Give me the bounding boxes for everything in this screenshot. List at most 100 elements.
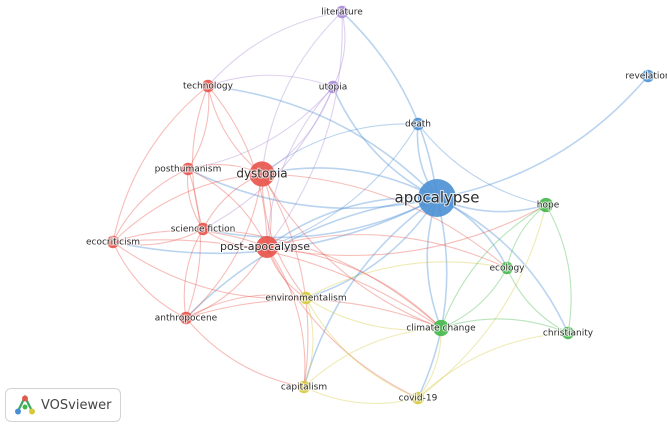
- link-technology-dystopia: [207, 85, 263, 175]
- network-links: [112, 11, 649, 405]
- link-apocalypse-christianity: [436, 197, 569, 334]
- link-technology-posthumanism: [187, 85, 210, 170]
- link-utopia-posthumanism: [187, 86, 334, 170]
- link-apocalypse-revelation: [436, 75, 649, 199]
- node-label-revelation[interactable]: revelation: [624, 71, 667, 83]
- link-post_apocalypse-ecology: [266, 234, 508, 269]
- link-post_apocalypse-climate_change: [266, 246, 442, 329]
- link-apocalypse-posthumanism: [187, 168, 438, 210]
- node-death[interactable]: [411, 117, 425, 131]
- network-nodes: [106, 5, 655, 405]
- link-climate_change-hope: [440, 204, 547, 329]
- node-capitalism[interactable]: [297, 380, 311, 394]
- link-environmentalism-climate_change: [305, 297, 442, 331]
- link-dystopia-ecology: [261, 173, 508, 269]
- link-environmentalism-ecology: [305, 261, 508, 299]
- link-environmentalism-covid19: [305, 297, 419, 399]
- node-environmentalism[interactable]: [299, 291, 313, 305]
- link-covid19-hope: [417, 204, 547, 399]
- node-technology[interactable]: [201, 79, 215, 93]
- link-apocalypse-capitalism: [303, 197, 438, 388]
- node-label-covid19[interactable]: covid-19: [398, 393, 439, 405]
- link-ecocriticism-anthropocene: [112, 241, 187, 319]
- link-covid19-christianity: [417, 332, 569, 399]
- node-label-anthropocene[interactable]: anthropocene: [154, 313, 219, 325]
- node-covid19[interactable]: [411, 391, 425, 405]
- node-christianity[interactable]: [561, 326, 575, 340]
- link-ecocriticism-climate_change: [112, 239, 442, 329]
- link-death-post_apocalypse: [266, 123, 419, 248]
- link-death-hope: [417, 123, 547, 206]
- node-label-death[interactable]: death: [404, 119, 432, 131]
- node-hope[interactable]: [538, 197, 554, 213]
- node-label-apocalypse[interactable]: apocalypse: [394, 188, 481, 208]
- link-apocalypse-technology: [207, 85, 438, 199]
- link-capitalism-covid19: [303, 386, 419, 405]
- node-science_fiction[interactable]: [196, 222, 210, 236]
- link-capitalism-climate_change: [303, 327, 442, 388]
- node-label-posthumanism[interactable]: posthumanism: [154, 164, 223, 176]
- node-ecocriticism[interactable]: [106, 235, 120, 249]
- link-technology-post_apocalypse: [207, 85, 268, 248]
- link-post_apocalypse-covid19: [266, 246, 419, 399]
- node-label-dystopia[interactable]: dystopia: [235, 166, 288, 182]
- link-apocalypse-literature: [341, 11, 438, 199]
- node-label-technology[interactable]: technology: [182, 81, 235, 93]
- link-dystopia-capitalism: [261, 173, 309, 388]
- node-label-climate_change[interactable]: climate change: [405, 323, 477, 335]
- link-apocalypse-utopia: [332, 86, 438, 199]
- vosviewer-logo-text: VOSviewer: [41, 397, 112, 413]
- link-apocalypse-post_apocalypse: [266, 196, 438, 248]
- node-label-utopia[interactable]: utopia: [318, 82, 348, 94]
- link-utopia-technology: [207, 74, 334, 88]
- node-label-science_fiction[interactable]: science fiction: [170, 224, 237, 236]
- node-apocalypse[interactable]: [418, 179, 456, 217]
- node-label-capitalism[interactable]: capitalism: [280, 382, 328, 394]
- node-label-post_apocalypse[interactable]: post-apocalypse: [219, 239, 311, 254]
- node-label-ecocriticism[interactable]: ecocriticism: [85, 237, 141, 249]
- link-literature-utopia: [332, 11, 346, 88]
- link-apocalypse-science_fiction: [202, 197, 438, 239]
- link-post_apocalypse-anthropocene: [185, 246, 268, 319]
- node-utopia[interactable]: [326, 80, 340, 94]
- node-post_apocalypse[interactable]: [256, 236, 278, 258]
- link-apocalypse-covid19: [417, 197, 448, 399]
- node-label-christianity[interactable]: christianity: [542, 328, 595, 340]
- link-dystopia-anthropocene: [185, 173, 263, 319]
- network-labels: apocalypse death revelation literature utopi…: [85, 7, 667, 405]
- vosviewer-logo-icon: [15, 394, 35, 415]
- link-anthropocene-environmentalism: [185, 294, 307, 319]
- node-ecology[interactable]: [500, 261, 514, 275]
- link-technology-science_fiction: [191, 85, 209, 230]
- node-anthropocene[interactable]: [179, 311, 193, 325]
- node-dystopia[interactable]: [249, 161, 275, 187]
- link-ecology-christianity: [506, 267, 569, 334]
- link-dystopia-ecocriticism: [112, 173, 263, 243]
- node-label-environmentalism[interactable]: environmentalism: [264, 293, 347, 305]
- link-ecocriticism-environmentalism: [112, 241, 307, 300]
- link-apocalypse-ecocriticism: [112, 197, 438, 255]
- node-posthumanism[interactable]: [181, 162, 195, 176]
- link-post_apocalypse-hope: [266, 204, 547, 257]
- link-literature-technology: [207, 11, 343, 87]
- node-climate_change[interactable]: [432, 319, 450, 337]
- link-hope-christianity: [545, 204, 572, 334]
- link-posthumanism-ecocriticism: [112, 168, 189, 243]
- vosviewer-logo[interactable]: VOSviewer: [5, 388, 121, 422]
- node-literature[interactable]: [335, 5, 349, 19]
- link-dystopia-climate_change: [261, 173, 442, 329]
- link-anthropocene-capitalism: [185, 317, 305, 388]
- node-label-hope[interactable]: hope: [536, 200, 561, 212]
- link-hope-ecology: [506, 204, 547, 269]
- link-anthropocene-climate_change: [185, 299, 442, 329]
- node-label-ecology[interactable]: ecology: [488, 263, 526, 275]
- link-literature-dystopia: [261, 11, 343, 175]
- node-label-literature[interactable]: literature: [320, 7, 364, 19]
- link-posthumanism-post_apocalypse: [187, 168, 268, 248]
- node-revelation[interactable]: [641, 69, 655, 83]
- link-post_apocalypse-ecocriticism: [112, 229, 268, 248]
- link-science_fiction-anthropocene: [183, 228, 204, 319]
- link-climate_change-christianity: [440, 318, 569, 334]
- link-environmentalism-capitalism: [303, 297, 314, 388]
